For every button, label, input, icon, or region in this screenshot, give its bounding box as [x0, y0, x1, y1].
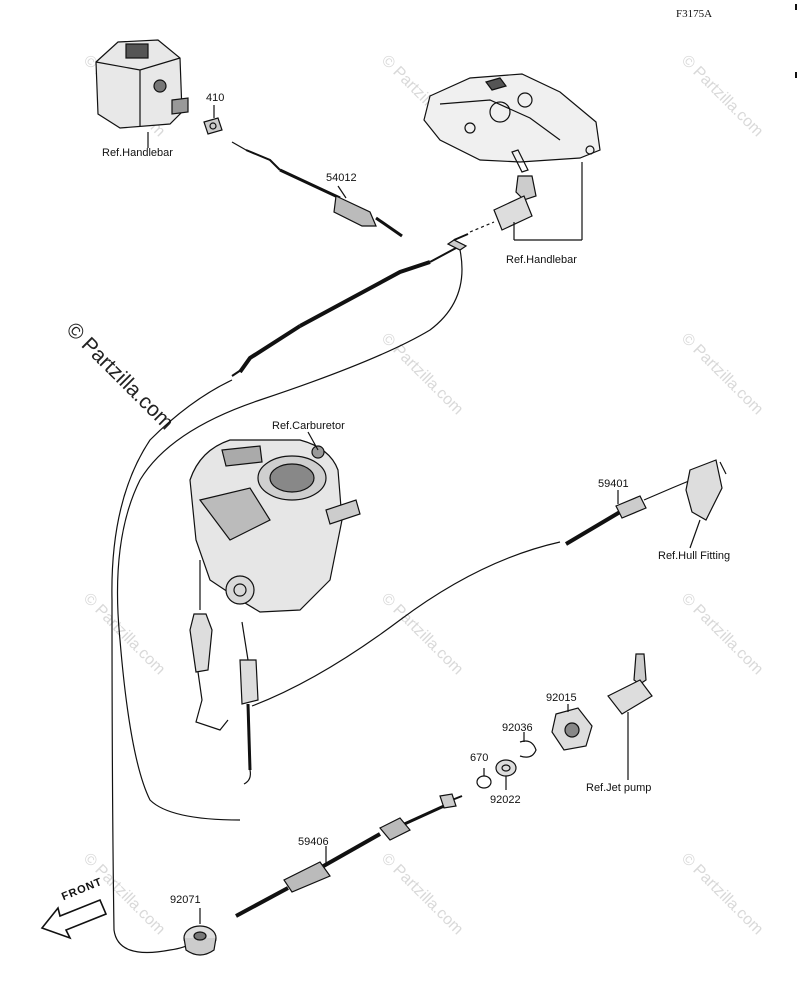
o-ring-670	[476, 768, 492, 789]
part-number-92071: 92071	[170, 894, 201, 906]
part-number-410: 410	[206, 92, 225, 104]
cable-54012	[231, 141, 469, 377]
figure-code: F3175A	[676, 8, 713, 20]
part-number-670: 670	[470, 752, 489, 764]
washer-92022	[495, 759, 517, 790]
ref-handlebar-left-label: Ref.Handlebar	[102, 147, 173, 159]
carburetor-cable-ends	[189, 560, 259, 785]
part-number-59406: 59406	[298, 836, 329, 848]
part-number-92015: 92015	[546, 692, 577, 704]
nut-92015	[551, 704, 593, 751]
cable-59406	[235, 793, 463, 918]
throttle-fitting	[469, 175, 537, 233]
part-number-54012: 54012	[326, 172, 357, 184]
washer-410	[203, 117, 223, 135]
ref-jet-pump-label: Ref.Jet pump	[586, 782, 652, 794]
jet-pump-fitting	[607, 653, 653, 780]
part-number-59401: 59401	[598, 478, 629, 490]
part-number-92022: 92022	[490, 794, 521, 806]
cable-59401	[251, 459, 727, 707]
carburetor	[189, 439, 361, 613]
clip-92036	[519, 732, 537, 758]
handlebar-switch-left	[95, 39, 189, 129]
front-arrow	[40, 898, 108, 940]
handlebar-housing-right	[423, 73, 601, 173]
ref-hull-fitting-label: Ref.Hull Fitting	[658, 550, 731, 562]
ref-carburetor-label: Ref.Carburetor	[272, 420, 345, 432]
grommet-92071	[183, 908, 217, 956]
part-number-92036: 92036	[502, 722, 533, 734]
ref-handlebar-right-label: Ref.Handlebar	[506, 254, 577, 266]
